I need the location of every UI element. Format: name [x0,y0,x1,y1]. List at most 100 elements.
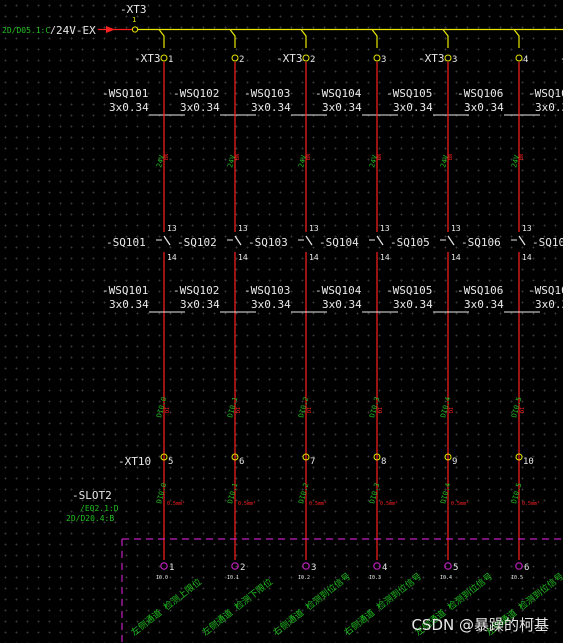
xt10-terminal-pin: 7 [310,457,315,467]
wire-signal-small: DI [378,407,384,413]
module-input-connector [373,562,381,570]
cable-spec-upper: 3x0.34 [180,101,220,114]
wire-size-label: 0.5mm² [167,501,185,507]
source-reference-label: 2D/D05.1:C [2,26,50,35]
xt10-terminal-connector [515,453,523,461]
switch-tag: -SQ104 [319,236,359,249]
slash-separator: / [50,25,56,36]
wire-signal-small: DI [307,407,313,413]
cable-tag-lower: -WSQ105 [386,284,432,297]
cable-tag-lower: -WSQ101 [102,284,148,297]
cable-tag-lower: -WSQ103 [244,284,290,297]
cable-tag-lower: -WSQ104 [315,284,362,297]
module-input-connector [444,562,452,570]
cable-spec-lower: 3x0.34 [251,298,291,311]
cable-tag-upper: -WSQ101 [102,87,148,100]
switch-tag: -SQ10 [532,236,563,249]
slot-label: -SLOT2 [72,489,112,502]
bus-drop [229,29,236,48]
wire-color-label: BN [235,154,241,160]
cable-tag-lower: -WSQ102 [173,284,219,297]
xt3-terminal-pin: 4 [523,55,528,65]
wire-color-label: BN [377,154,383,160]
module-io-address: I0.1 [227,575,239,581]
switch-pin-top: 13 [238,224,248,233]
main-terminal-connector [131,26,139,33]
wire-signal-small: DI [520,407,526,413]
module-input-pin: 2 [240,563,245,573]
cable-tag-upper: -WSQ105 [386,87,432,100]
xt3-terminal-connector [160,54,168,62]
switch-tag: -SQ105 [390,236,430,249]
module-input-pin: 4 [382,563,387,573]
xt3-terminal-connector [302,54,310,62]
module-input-connector [160,562,168,570]
cable-spec-upper: 3x0.34 [322,101,362,114]
bus-drop [300,29,307,48]
module-input-connector [302,562,310,570]
cable-tag-upper: -WSQ10 [528,87,563,100]
xt10-terminal-pin: 5 [168,457,173,467]
wire-voltage-label: 24V [510,153,521,168]
xt3-terminal-label: -XT3 [418,52,445,65]
cable-tag-upper: -WSQ103 [244,87,290,100]
wire-color-label: BN [306,154,312,160]
bus-drop [513,29,520,48]
xt3-terminal-connector [231,54,239,62]
circuit-description: 左侧通道 检测上限位 [128,576,203,639]
xt3-terminal-label: -XT3 [134,52,161,65]
xt3-terminal-pin: 3 [452,55,457,65]
cable-tag-lower: -WSQ10 [528,284,563,297]
switch-pin-bottom: 14 [522,253,532,262]
module-io-address: I0.5 [511,575,523,581]
cable-spec-upper: 3x0.34 [535,101,563,114]
wire-voltage-label: 24V [297,153,308,168]
xt10-terminal-pin: 9 [452,457,457,467]
module-input-pin: 6 [524,563,529,573]
switch-tag: -SQ106 [461,236,501,249]
module-input-pin: 1 [169,563,174,573]
wire-signal-small: DI [449,407,455,413]
xt3-terminal-pin: 1 [168,55,173,65]
xt10-terminal-connector [302,453,310,461]
xt3-terminal-pin: 2 [310,55,315,65]
switch-contact [305,235,313,246]
slot-reference-1: /E02.1:D [80,504,119,513]
cable-tag-upper: -WSQ104 [315,87,362,100]
wire-size-label: 0.5mm² [238,501,256,507]
slot-reference-2: 2D/D20.4:B [66,514,114,523]
xt10-terminal-pin: 8 [381,457,386,467]
switch-contact [163,235,171,246]
switch-tag: -SQ103 [248,236,288,249]
cable-spec-upper: 3x0.34 [464,101,504,114]
switch-pin-bottom: 14 [167,253,177,262]
xt3-terminal-label: -X [560,52,563,65]
cable-tag-lower: -WSQ106 [457,284,503,297]
module-io-address: I0.0 [156,575,168,581]
circuit-description: 左侧通道 检测下限位 [199,576,274,639]
switch-pin-top: 13 [451,224,461,233]
wire-voltage-label: 24V [155,153,166,168]
xt10-terminal-connector [373,453,381,461]
wire-color-label: BN [164,154,170,160]
wire-voltage-label: 24V [439,153,450,168]
switch-pin-bottom: 14 [380,253,390,262]
switch-contact [376,235,384,246]
switch-contact [447,235,455,246]
switch-tag: -SQ101 [106,236,146,249]
switch-contact [234,235,242,246]
cable-spec-lower: 3x0.34 [535,298,563,311]
module-input-pin: 3 [311,563,316,573]
main-terminal-label: -XT3 [120,3,147,16]
xt10-terminal-pin: 6 [239,457,244,467]
module-input-pin: 5 [453,563,458,573]
watermark: CSDN @暴躁的柯基 [411,616,549,634]
bus-drop [371,29,378,48]
switch-pin-bottom: 14 [238,253,248,262]
supply-label: 24V-EX [56,24,96,37]
main-terminal-pin: 1 [132,16,136,24]
wire-voltage-label: 24V [368,153,379,168]
xt3-terminal-pin: 2 [239,55,244,65]
